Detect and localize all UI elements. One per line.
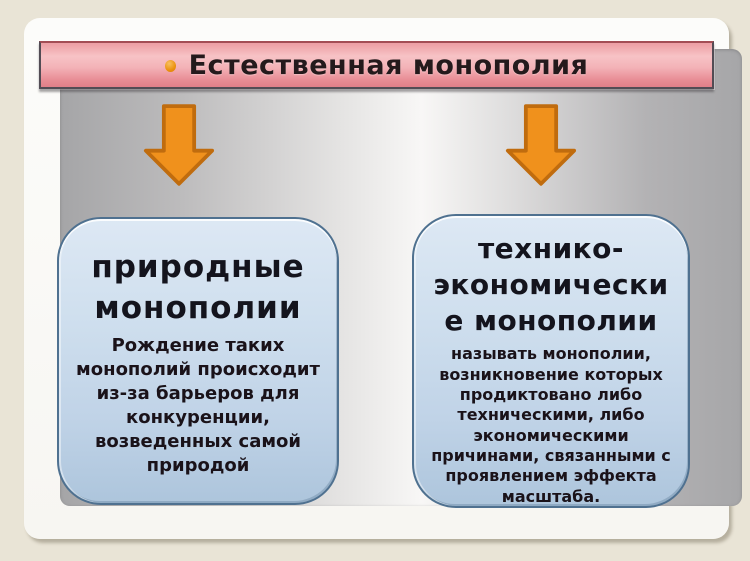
box-title: технико- экономически е монополии <box>433 232 669 337</box>
down-arrow-icon <box>505 104 577 186</box>
slide-background: Естественная монополия природные монопол… <box>24 18 742 539</box>
slide-title: Естественная монополия <box>188 49 589 81</box>
box-body-text: Рождение таких монополий происходит из-з… <box>76 334 320 476</box>
orange-bullet-icon <box>164 60 176 72</box>
info-box-technical-economic-monopolies: технико- экономически е монополии называ… <box>412 214 690 508</box>
box-body-text: называть монополии, возникновение которы… <box>431 344 671 506</box>
down-arrow-shape <box>143 104 215 186</box>
title-banner: Естественная монополия <box>39 41 714 89</box>
down-arrow-icon <box>143 104 215 186</box>
down-arrow-shape <box>505 104 577 186</box>
info-box-natural-monopolies: природные монополии Рождение таких моноп… <box>57 217 339 505</box>
box-title: природные монополии <box>91 249 305 326</box>
